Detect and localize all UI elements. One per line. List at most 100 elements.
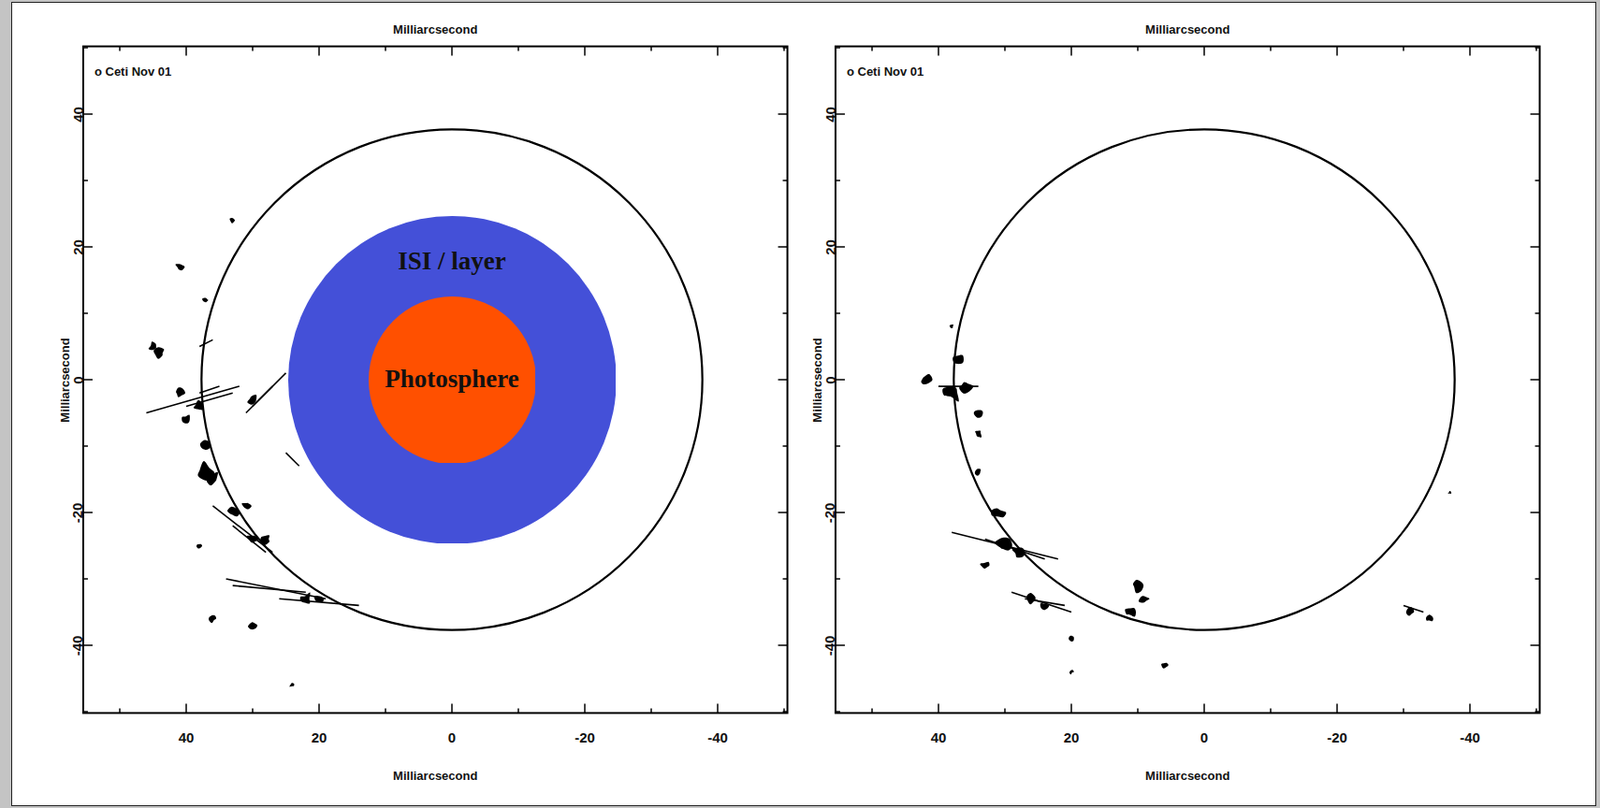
maser-spot — [208, 615, 217, 625]
tick — [835, 445, 841, 448]
plot-panel — [835, 46, 1541, 714]
tick — [783, 46, 788, 49]
tick-label: 40 — [930, 729, 947, 746]
tick-label: 20 — [69, 239, 86, 256]
tick — [716, 46, 719, 57]
maser-spot — [227, 507, 240, 517]
tick — [937, 46, 940, 57]
maser-spot — [1124, 608, 1136, 618]
maser-streak — [199, 339, 213, 347]
tick-label: -20 — [69, 502, 86, 524]
maser-spot — [974, 468, 981, 477]
tick-label: -40 — [707, 729, 728, 746]
tick — [517, 708, 520, 713]
maser-spots — [920, 324, 1452, 675]
maser-spot — [1133, 580, 1144, 594]
layer-disc: ISI / layerPhotosphere — [288, 216, 617, 545]
tick — [1530, 511, 1541, 514]
maser-spot — [148, 341, 157, 350]
tick-label: 0 — [448, 729, 456, 746]
tick — [1336, 46, 1339, 57]
tick — [1070, 46, 1073, 57]
tick — [778, 113, 788, 116]
tick — [1070, 703, 1073, 713]
axis-title: Milliarcsecond — [392, 769, 478, 784]
tick-label: 0 — [69, 376, 86, 384]
maser-streak — [186, 392, 233, 407]
tick — [83, 578, 88, 581]
tick-label: -40 — [69, 635, 86, 656]
maser-streak — [985, 538, 1046, 559]
maser-streak — [199, 386, 219, 393]
tick — [835, 46, 841, 49]
maser-spot — [200, 440, 211, 451]
maser-spot — [1138, 596, 1150, 603]
maser-spot — [247, 622, 258, 630]
tick-label: 20 — [821, 239, 838, 256]
tick — [650, 46, 653, 52]
tick — [1469, 46, 1471, 57]
tick — [783, 711, 788, 713]
tick — [1530, 378, 1541, 381]
tick — [1530, 113, 1541, 116]
tick — [1003, 46, 1006, 52]
maser-streak — [286, 452, 300, 466]
tick — [1535, 578, 1541, 581]
tick — [251, 708, 254, 713]
maser-spot — [974, 409, 984, 418]
tick — [1203, 46, 1206, 57]
tick — [450, 703, 453, 713]
maser-spot — [1161, 663, 1169, 670]
tick — [384, 46, 387, 52]
tick — [83, 46, 88, 49]
tick-label: 40 — [69, 106, 86, 123]
maser-spot — [1448, 491, 1453, 495]
maser-streak — [1403, 605, 1424, 612]
tick-label: 0 — [821, 376, 838, 384]
axis-title: Milliarcsecond — [392, 22, 478, 37]
maser-spot — [202, 298, 209, 304]
maser-spot — [229, 218, 235, 224]
tick — [835, 578, 841, 581]
panel-title: o Ceti Nov 01 — [94, 64, 172, 79]
tick — [1535, 312, 1541, 315]
tick — [871, 46, 873, 52]
maser-spot — [241, 503, 252, 510]
tick-label: 40 — [821, 106, 838, 123]
maser-streak — [145, 386, 239, 413]
plot-frame — [835, 46, 1541, 714]
maser-spot — [174, 263, 185, 271]
maser-streak — [226, 579, 327, 599]
maser-spot — [920, 374, 932, 385]
tick — [1402, 46, 1405, 52]
maser-streak — [212, 506, 273, 553]
tick — [1530, 644, 1541, 647]
maser-streak — [938, 385, 979, 388]
tick — [318, 46, 320, 57]
tick — [318, 703, 320, 713]
tick — [1535, 46, 1541, 49]
tick-label: -20 — [1326, 729, 1348, 746]
maser-spot — [206, 472, 219, 486]
tick — [650, 708, 653, 713]
tick — [783, 179, 788, 182]
tick — [778, 246, 788, 248]
figure-sheet — [11, 1, 1597, 807]
tick — [778, 511, 788, 514]
tick — [1530, 246, 1541, 248]
shell-circle — [201, 129, 702, 630]
tick — [118, 708, 121, 713]
tick — [835, 711, 841, 713]
tick — [835, 179, 841, 182]
tick — [83, 445, 88, 448]
tick — [1269, 46, 1272, 52]
tick — [1203, 703, 1206, 713]
tick — [1136, 708, 1139, 713]
tick — [1136, 46, 1139, 52]
tick — [583, 703, 586, 713]
maser-spot — [952, 355, 964, 365]
maser-spot — [959, 382, 974, 394]
tick-label: -20 — [821, 502, 838, 524]
maser-spot — [974, 430, 982, 437]
tick — [185, 703, 188, 713]
